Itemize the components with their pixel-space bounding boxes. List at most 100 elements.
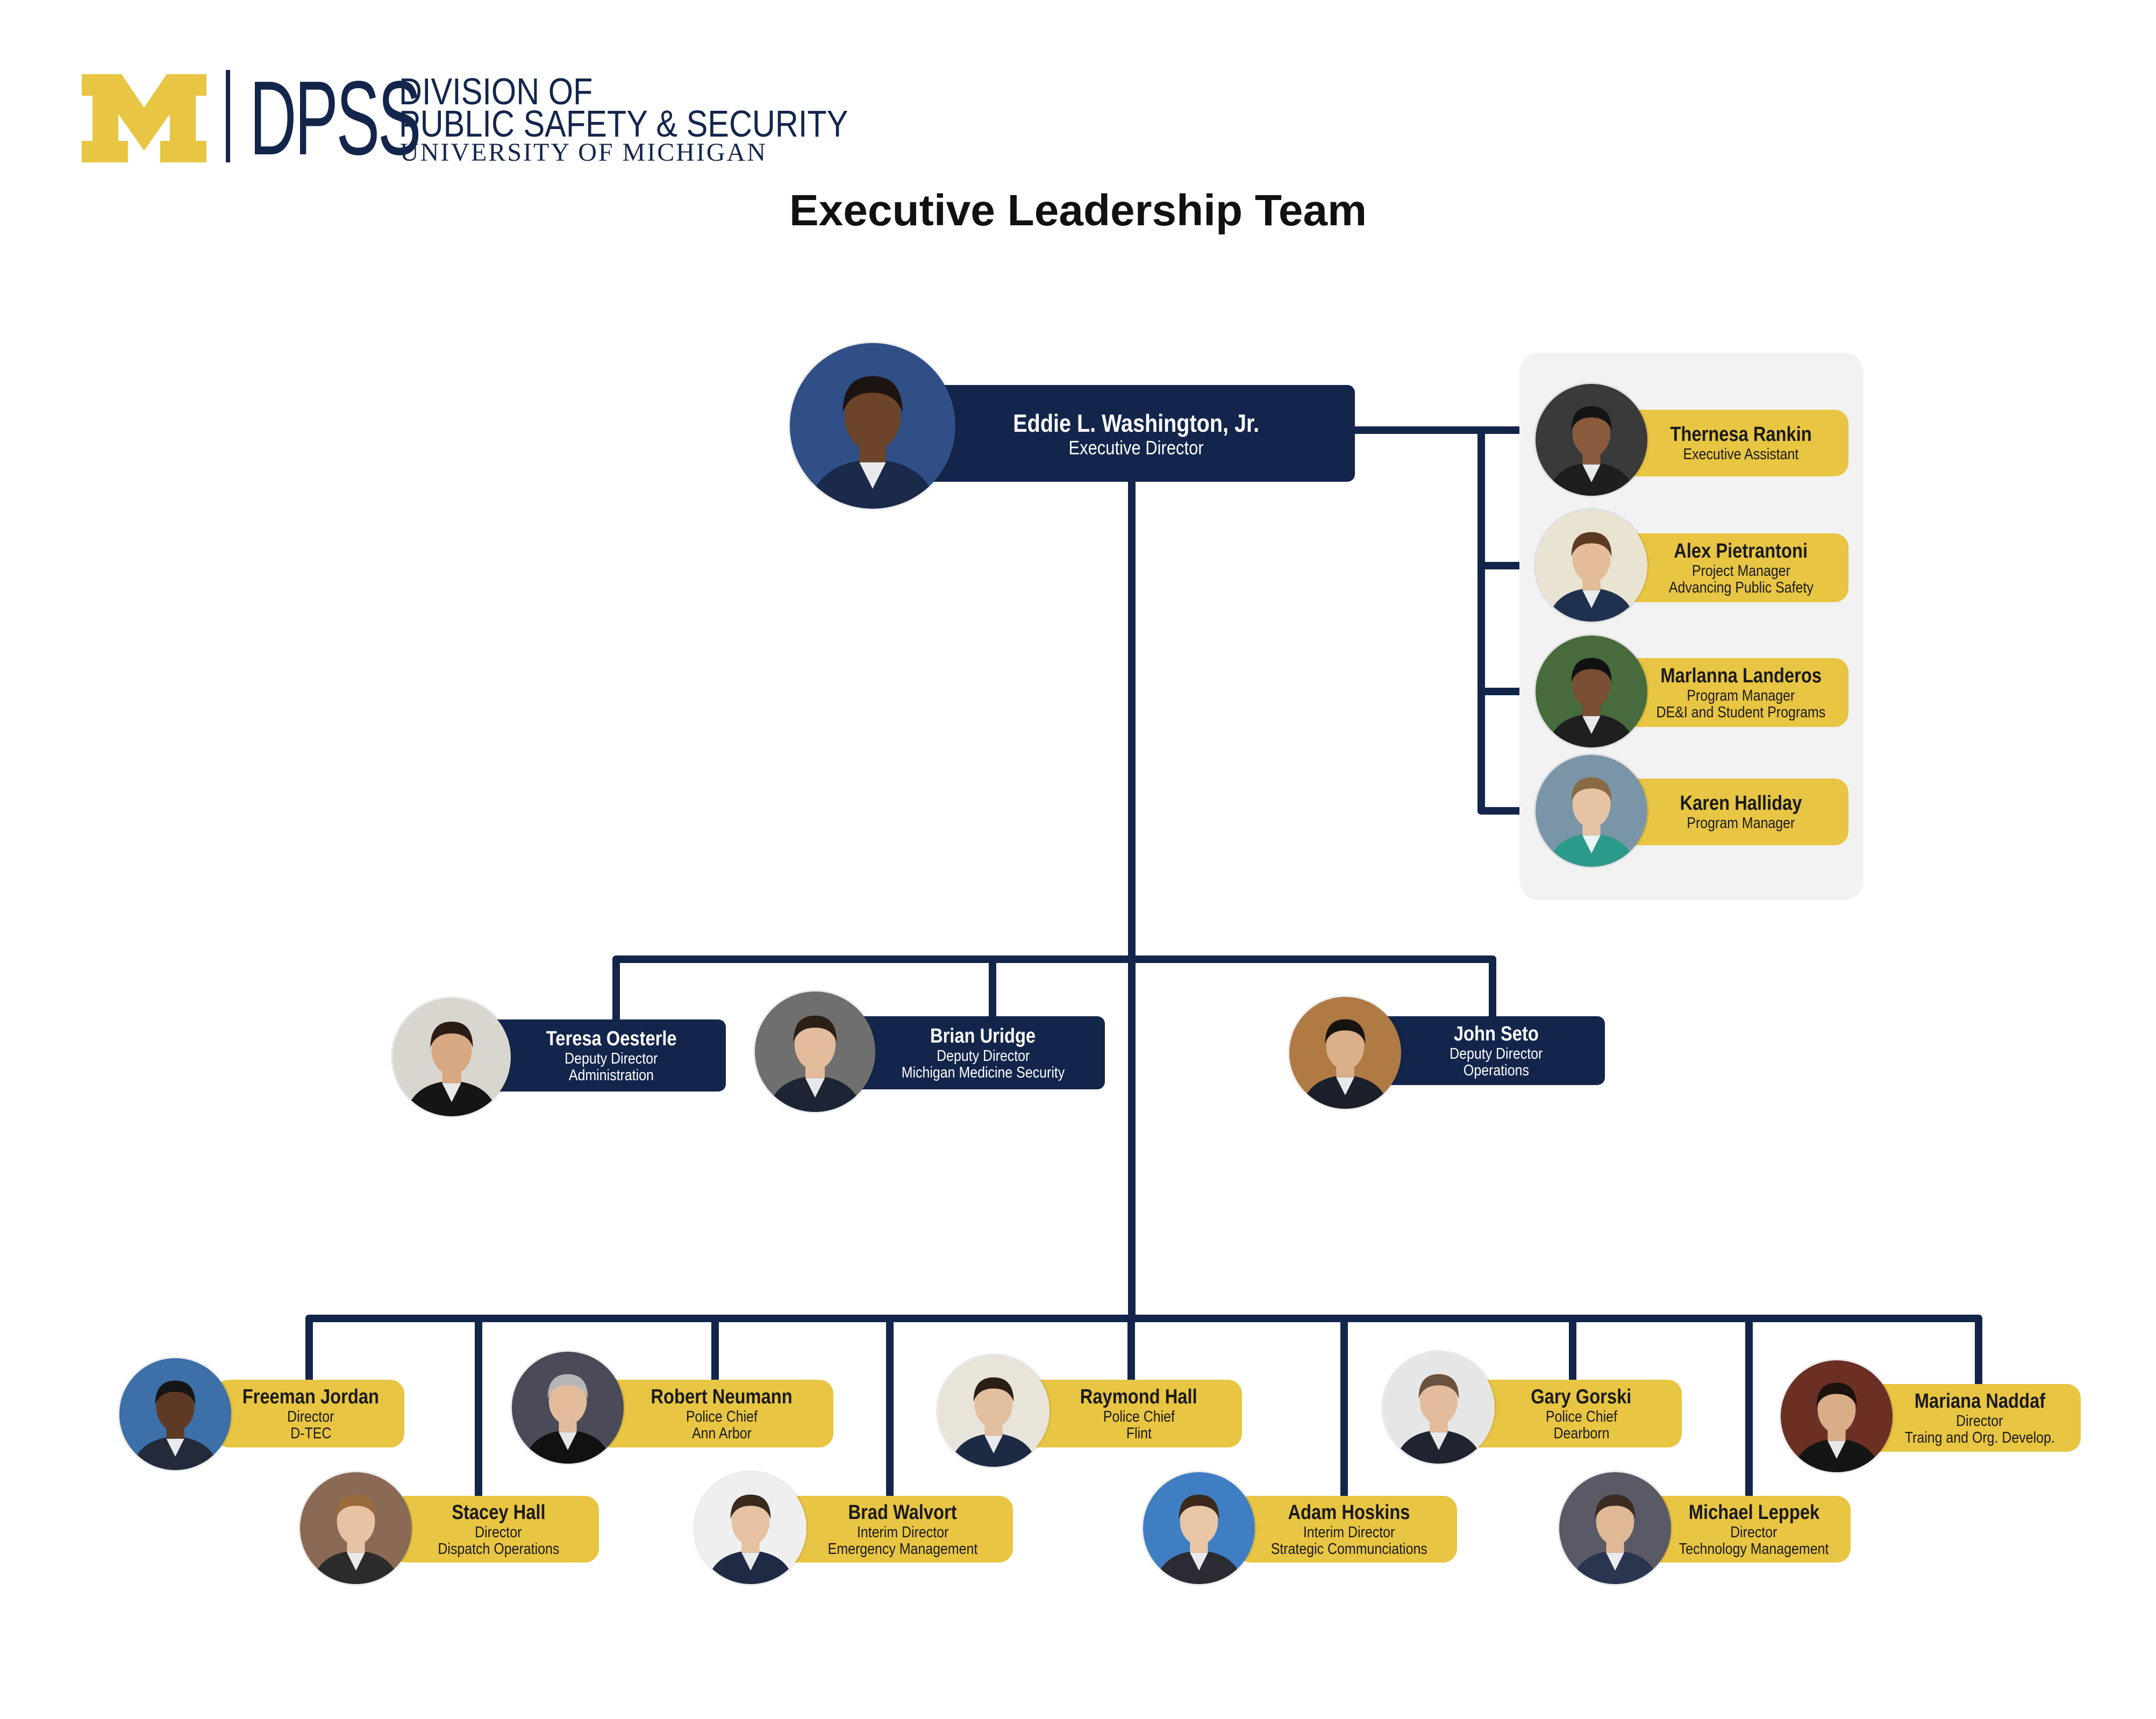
person-name: Teresa Oesterle: [546, 1027, 677, 1050]
alex-pietrantoni-portrait-icon: [1536, 510, 1647, 622]
person-name: Robert Neumann: [651, 1385, 793, 1408]
teresa-oesterle-portrait-icon: [392, 998, 511, 1116]
person-name: Brad Walvort: [848, 1501, 958, 1524]
person-name: Raymond Hall: [1080, 1385, 1197, 1408]
person-photo: [1536, 636, 1647, 747]
robert-neumann-portrait-icon: [512, 1352, 624, 1464]
person-photo: [1536, 510, 1647, 622]
person-name: Thernesa Rankin: [1670, 423, 1812, 446]
person-unit: Emergency Management: [827, 1540, 978, 1558]
person-title: Interim Director: [856, 1523, 949, 1541]
person-unit: Ann Arbor: [691, 1424, 752, 1442]
gary-gorski-portrait-icon: [1383, 1352, 1495, 1464]
logo-divider: [226, 70, 230, 162]
person-name: Mariana Naddaf: [1914, 1389, 2045, 1413]
person-title: Executive Assistant: [1683, 446, 1799, 463]
person-title: Deputy Director: [936, 1047, 1030, 1065]
person-photo: [1781, 1360, 1893, 1472]
person-photo: [1289, 997, 1401, 1109]
freeman-jordan-portrait-icon: [119, 1358, 231, 1470]
person-name: Stacey Hall: [451, 1501, 546, 1524]
person-photo: [1536, 384, 1647, 496]
person-unit: Advancing Public Safety: [1668, 579, 1814, 596]
stacey-hall-portrait-icon: [300, 1472, 412, 1584]
raymond-hall-portrait-icon: [938, 1355, 1050, 1467]
person-unit: Traing and Org. Develop.: [1904, 1429, 2055, 1446]
person-title: Executive Director: [1068, 436, 1204, 459]
person-unit: Dearborn: [1553, 1424, 1609, 1442]
page-title: Executive Leadership Team: [789, 186, 1367, 235]
person-unit: Administration: [568, 1066, 654, 1084]
person-name: Michael Leppek: [1688, 1501, 1819, 1524]
block-m-logo-icon: [82, 74, 206, 162]
person-name: Gary Gorski: [1531, 1385, 1632, 1408]
person-name: Karen Halliday: [1680, 792, 1802, 815]
person-unit: Strategic Communciations: [1270, 1540, 1427, 1558]
person-unit: Operations: [1463, 1061, 1529, 1079]
dpss-logo: DPSS DIVISION OF PUBLIC SAFETY & SECURIT…: [82, 59, 856, 177]
person-title: Police Chief: [1103, 1408, 1175, 1425]
person-unit: Michigan Medicine Security: [901, 1064, 1065, 1081]
mariana-naddaf-portrait-icon: [1781, 1360, 1893, 1472]
adam-hoskins-portrait-icon: [1143, 1472, 1255, 1584]
person-title: Program Manager: [1687, 687, 1795, 704]
person-name: Marlanna Landeros: [1660, 664, 1822, 687]
person-title: Director: [287, 1408, 334, 1425]
michael-leppek-portrait-icon: [1559, 1472, 1671, 1584]
person-photo: [392, 998, 511, 1116]
person-unit: Dispatch Operations: [438, 1540, 559, 1558]
person-name: Alex Pietrantoni: [1674, 539, 1808, 562]
john-seto-portrait-icon: [1289, 997, 1401, 1109]
person-photo: [1383, 1352, 1495, 1464]
brad-walvort-portrait-icon: [695, 1472, 806, 1584]
person-unit: D-TEC: [290, 1424, 332, 1442]
person-unit: Technology Management: [1679, 1540, 1829, 1558]
person-title: Police Chief: [686, 1408, 758, 1425]
person-name: John Seto: [1453, 1022, 1539, 1045]
person-title: Project Manager: [1691, 562, 1790, 580]
person-title: Interim Director: [1303, 1523, 1395, 1541]
person-title: Program Manager: [1687, 815, 1795, 832]
person-name: Freeman Jordan: [242, 1385, 380, 1408]
person-title: Director: [1730, 1523, 1777, 1541]
person-name: Eddie L. Washington, Jr.: [1013, 409, 1260, 437]
person-name: Brian Uridge: [930, 1024, 1036, 1047]
person-title: Director: [475, 1523, 522, 1541]
person-photo: [790, 343, 955, 509]
marlanna-landeros-portrait-icon: [1536, 636, 1647, 747]
person-title: Director: [1956, 1412, 2003, 1430]
karen-halliday-portrait-icon: [1536, 755, 1647, 867]
person-title: Deputy Director: [565, 1050, 658, 1067]
person-title: Police Chief: [1545, 1408, 1617, 1425]
name-card: Eddie L. Washington, Jr.Executive Direct…: [914, 385, 1355, 482]
person-photo: [755, 992, 875, 1112]
person-photo: [512, 1352, 624, 1464]
person-unit: DE&I and Student Programs: [1656, 703, 1826, 721]
person-photo: [938, 1355, 1050, 1467]
logo-line-3: UNIVERSITY OF MICHIGAN: [400, 138, 767, 167]
person-photo: [695, 1472, 806, 1584]
logo-acronym: DPSS: [249, 59, 422, 177]
eddie-l-washington-jr-portrait-icon: [790, 343, 955, 509]
person-photo: [1559, 1472, 1671, 1584]
person-unit: Flint: [1126, 1424, 1152, 1442]
person-photo: [1143, 1472, 1255, 1584]
person-title: Deputy Director: [1449, 1045, 1543, 1062]
thernesa-rankin-portrait-icon: [1536, 384, 1647, 496]
person-photo: [300, 1472, 412, 1584]
person-name: Adam Hoskins: [1288, 1501, 1410, 1524]
logo-line-1: DIVISION OF: [399, 70, 593, 112]
